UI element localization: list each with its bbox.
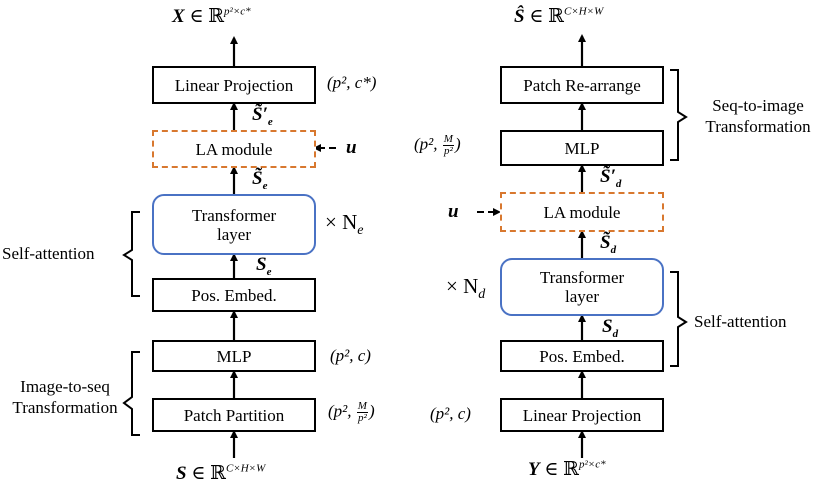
left-output-label: X ∈ ℝp²×c* bbox=[172, 5, 251, 27]
right-self-attention-label: Self-attention bbox=[694, 312, 787, 331]
left-s-e-tilde: S̃e bbox=[252, 168, 268, 192]
left-u-label: u bbox=[346, 137, 357, 158]
right-pos-embed-box: Pos. Embed. bbox=[500, 340, 664, 372]
left-la-module-box: LA module bbox=[152, 130, 316, 168]
left-la-module-label: LA module bbox=[195, 139, 273, 159]
right-patch-rearrange-label: Patch Re-arrange bbox=[523, 75, 641, 95]
right-mlp-box: MLP bbox=[500, 130, 664, 166]
left-linear-projection-dim: (p², c*) bbox=[327, 73, 377, 92]
right-times-nd: × Nd bbox=[446, 274, 486, 303]
right-transformer-layer-box: Transformer layer bbox=[500, 258, 664, 316]
right-la-module-box: LA module bbox=[500, 192, 664, 232]
right-la-module-label: LA module bbox=[543, 202, 621, 222]
left-transformer-layer-box: Transformer layer bbox=[152, 194, 316, 255]
brace-right-self-attention bbox=[670, 271, 688, 367]
right-seq-to-image-label: Seq-to-image Transformation bbox=[705, 96, 811, 136]
left-self-attention-label: Self-attention bbox=[2, 244, 95, 263]
brace-left-image-to-seq bbox=[122, 351, 140, 436]
left-patch-partition-label: Patch Partition bbox=[183, 405, 285, 425]
right-output-label: Ŝ ∈ ℝC×H×W bbox=[514, 5, 604, 27]
left-s-e: Se bbox=[256, 254, 272, 278]
right-pos-embed-label: Pos. Embed. bbox=[539, 346, 625, 366]
left-pos-embed-box: Pos. Embed. bbox=[152, 278, 316, 312]
brace-left-self-attention bbox=[122, 211, 140, 297]
right-s-d-tilde: S̃d bbox=[600, 232, 617, 256]
left-input-label: S ∈ ℝC×H×W bbox=[176, 462, 266, 484]
left-linear-projection-label: Linear Projection bbox=[174, 75, 294, 95]
right-u-label: u bbox=[448, 201, 459, 222]
left-patch-partition-box: Patch Partition bbox=[152, 398, 316, 432]
right-linear-projection-dim: (p², c) bbox=[430, 404, 471, 423]
right-s-d: Sd bbox=[602, 316, 619, 340]
left-image-to-seq-label: Image-to-seq Transformation bbox=[12, 377, 118, 417]
right-mlp-label: MLP bbox=[564, 138, 600, 158]
right-linear-projection-label: Linear Projection bbox=[522, 405, 642, 425]
left-pos-embed-label: Pos. Embed. bbox=[191, 285, 277, 305]
left-linear-projection-box: Linear Projection bbox=[152, 66, 316, 104]
right-linear-projection-box: Linear Projection bbox=[500, 398, 664, 432]
right-input-label: Y ∈ ℝp²×c* bbox=[528, 458, 606, 480]
left-s-e-prime: S̃′e bbox=[252, 104, 273, 128]
left-mlp-box: MLP bbox=[152, 340, 316, 372]
brace-right-seq-to-image bbox=[670, 69, 688, 161]
left-mlp-dim: (p², c) bbox=[330, 346, 371, 365]
right-s-d-prime: S̃′d bbox=[600, 166, 622, 190]
right-patch-rearrange-box: Patch Re-arrange bbox=[500, 66, 664, 104]
left-mlp-label: MLP bbox=[216, 346, 252, 366]
left-times-ne: × Ne bbox=[325, 210, 364, 239]
